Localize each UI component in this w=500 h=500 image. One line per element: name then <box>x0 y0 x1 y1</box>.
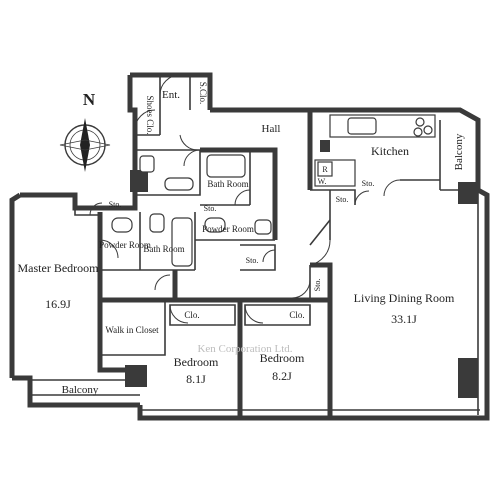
label-powder-room-1: Powder Room <box>99 240 151 250</box>
label-master-bedroom-size: 16.9J <box>45 297 71 311</box>
label-entrance: Ent. <box>162 89 180 101</box>
label-living-dining: Living Dining Room <box>354 291 455 305</box>
label-bedroom-1: Bedroom <box>174 355 219 369</box>
toilet-1 <box>139 155 155 173</box>
label-bedroom-2: Bedroom <box>260 351 305 365</box>
outer-walls <box>9 72 490 421</box>
label-closet-2: Clo. <box>289 310 304 320</box>
fixtures <box>111 114 436 267</box>
label-storage-1: Sto. <box>109 200 122 209</box>
interior-walls <box>30 75 480 418</box>
label-kitchen: Kitchen <box>371 144 409 158</box>
label-bath-room-1: Bath Room <box>207 179 248 189</box>
label-bedroom-1-size: 8.1J <box>186 372 206 386</box>
north-compass: N <box>59 90 111 172</box>
label-shoes-closet: Shoes Clo. <box>145 95 155 134</box>
burner-2 <box>423 125 433 135</box>
label-storage-closet: S.Clo. <box>198 82 208 105</box>
label-bath-room-2: Bath Room <box>143 244 184 254</box>
room-labels: Ent. Shoes Clo. S.Clo. Hall Kitchen R W.… <box>18 82 465 396</box>
label-storage-3: Sto. <box>246 256 259 265</box>
label-walk-in-closet: Walk in Closet <box>105 325 159 335</box>
bathtub-1 <box>206 154 246 178</box>
label-balcony-east: Balcony <box>453 133 465 170</box>
north-arrow-icon <box>80 118 90 172</box>
watermark: Ken Corporation Ltd. <box>197 343 292 355</box>
label-balcony-south: Balcony <box>62 384 99 396</box>
sink-3 <box>204 217 226 233</box>
doors <box>89 74 401 324</box>
label-washer: W. <box>318 177 327 186</box>
compass-north-label: N <box>83 90 96 109</box>
burner-3 <box>413 127 423 137</box>
refrigerator <box>317 161 333 177</box>
sink-1 <box>164 177 194 191</box>
label-master-bedroom: Master Bedroom <box>18 261 100 275</box>
sink-2 <box>111 217 133 233</box>
bathtub-2 <box>171 217 193 267</box>
label-bedroom-2-size: 8.2J <box>272 369 292 383</box>
toilet-3 <box>254 219 272 235</box>
label-kitchen-storage-2: Sto. <box>336 195 349 204</box>
label-hall: Hall <box>262 123 281 135</box>
structural-columns <box>125 140 478 398</box>
label-closet-1: Clo. <box>184 310 199 320</box>
burner-1 <box>415 117 425 127</box>
label-storage-4: Sto. <box>313 279 322 292</box>
toilet-2 <box>149 213 165 233</box>
kitchen-sink <box>347 117 377 135</box>
label-refrigerator: R <box>322 165 328 174</box>
label-powder-room-2: Powder Room <box>202 224 254 234</box>
label-kitchen-storage: Sto. <box>362 179 375 188</box>
label-storage-2: Sto. <box>204 204 217 213</box>
compass-cross-icon <box>59 139 111 151</box>
label-living-dining-size: 33.1J <box>391 312 417 326</box>
